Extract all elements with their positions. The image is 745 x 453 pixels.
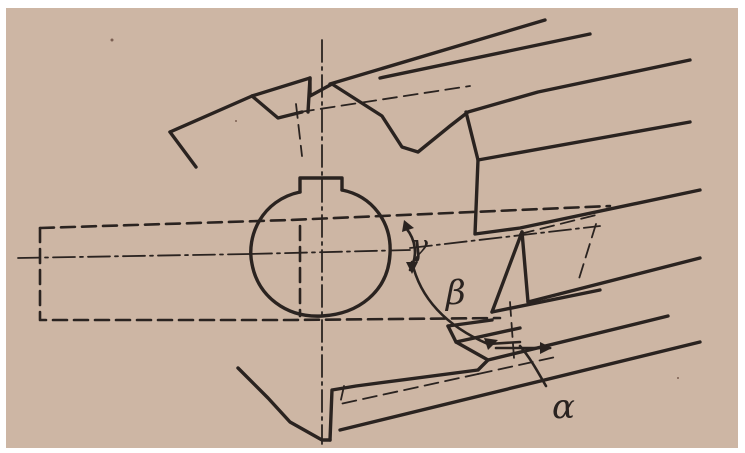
- insert-hidden-edges: [519, 213, 601, 283]
- alpha-angle-label: α: [552, 387, 575, 427]
- lower-base-body: [236, 314, 702, 442]
- bar-shank-outline: [38, 204, 612, 322]
- gamma-angle-label: γ: [410, 229, 428, 264]
- center-lines: [17, 39, 601, 445]
- angle-arrowheads: [402, 220, 552, 354]
- holder-hidden-edges: [295, 85, 471, 157]
- paper-speckles: [110, 38, 679, 379]
- photo-background: γ β α: [6, 8, 738, 448]
- beta-angle-label: β: [446, 273, 466, 313]
- tool-drawing: [17, 18, 702, 445]
- round-workpiece: [249, 176, 392, 318]
- tool-holder-body: [168, 18, 702, 236]
- cutting-insert: [490, 230, 702, 314]
